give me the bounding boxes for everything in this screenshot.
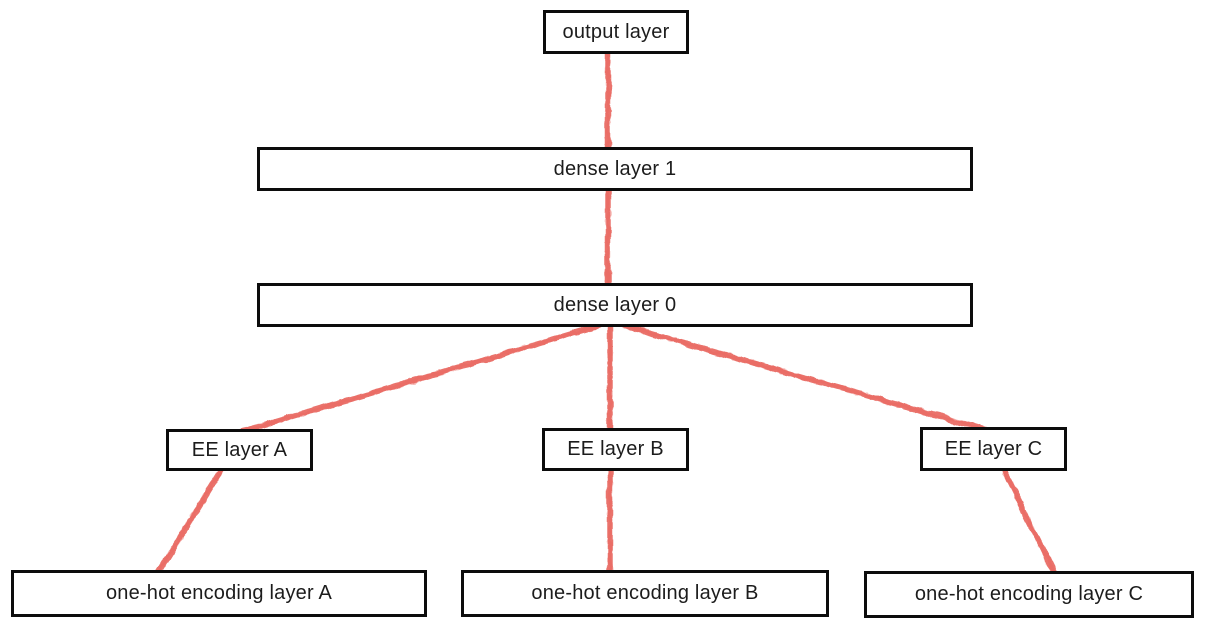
node-label: dense layer 1 — [553, 157, 677, 180]
node-ee-layer-b: EE layer B — [542, 428, 689, 471]
node-label: EE layer A — [191, 438, 288, 461]
node-onehot-layer-b: one-hot encoding layer B — [461, 570, 829, 617]
node-label: one-hot encoding layer B — [531, 582, 759, 604]
node-label: dense layer 0 — [553, 293, 677, 316]
node-dense-layer-0: dense layer 0 — [257, 283, 973, 327]
node-onehot-layer-c: one-hot encoding layer C — [864, 571, 1194, 618]
node-label: EE layer B — [567, 438, 664, 460]
node-ee-layer-c: EE layer C — [920, 427, 1067, 471]
node-output-layer: output layer — [543, 10, 689, 54]
node-onehot-layer-a: one-hot encoding layer A — [11, 570, 427, 617]
edge-texture — [609, 320, 992, 433]
node-dense-layer-1: dense layer 1 — [257, 147, 973, 191]
node-label: EE layer C — [944, 437, 1043, 460]
edge-texture — [155, 464, 226, 577]
node-label: one-hot encoding layer C — [914, 583, 1144, 605]
node-ee-layer-a: EE layer A — [166, 429, 313, 471]
edge-texture — [1000, 464, 1058, 578]
node-label: output layer — [562, 20, 670, 43]
node-label: one-hot encoding layer A — [105, 582, 333, 604]
edge-texture — [232, 320, 613, 436]
